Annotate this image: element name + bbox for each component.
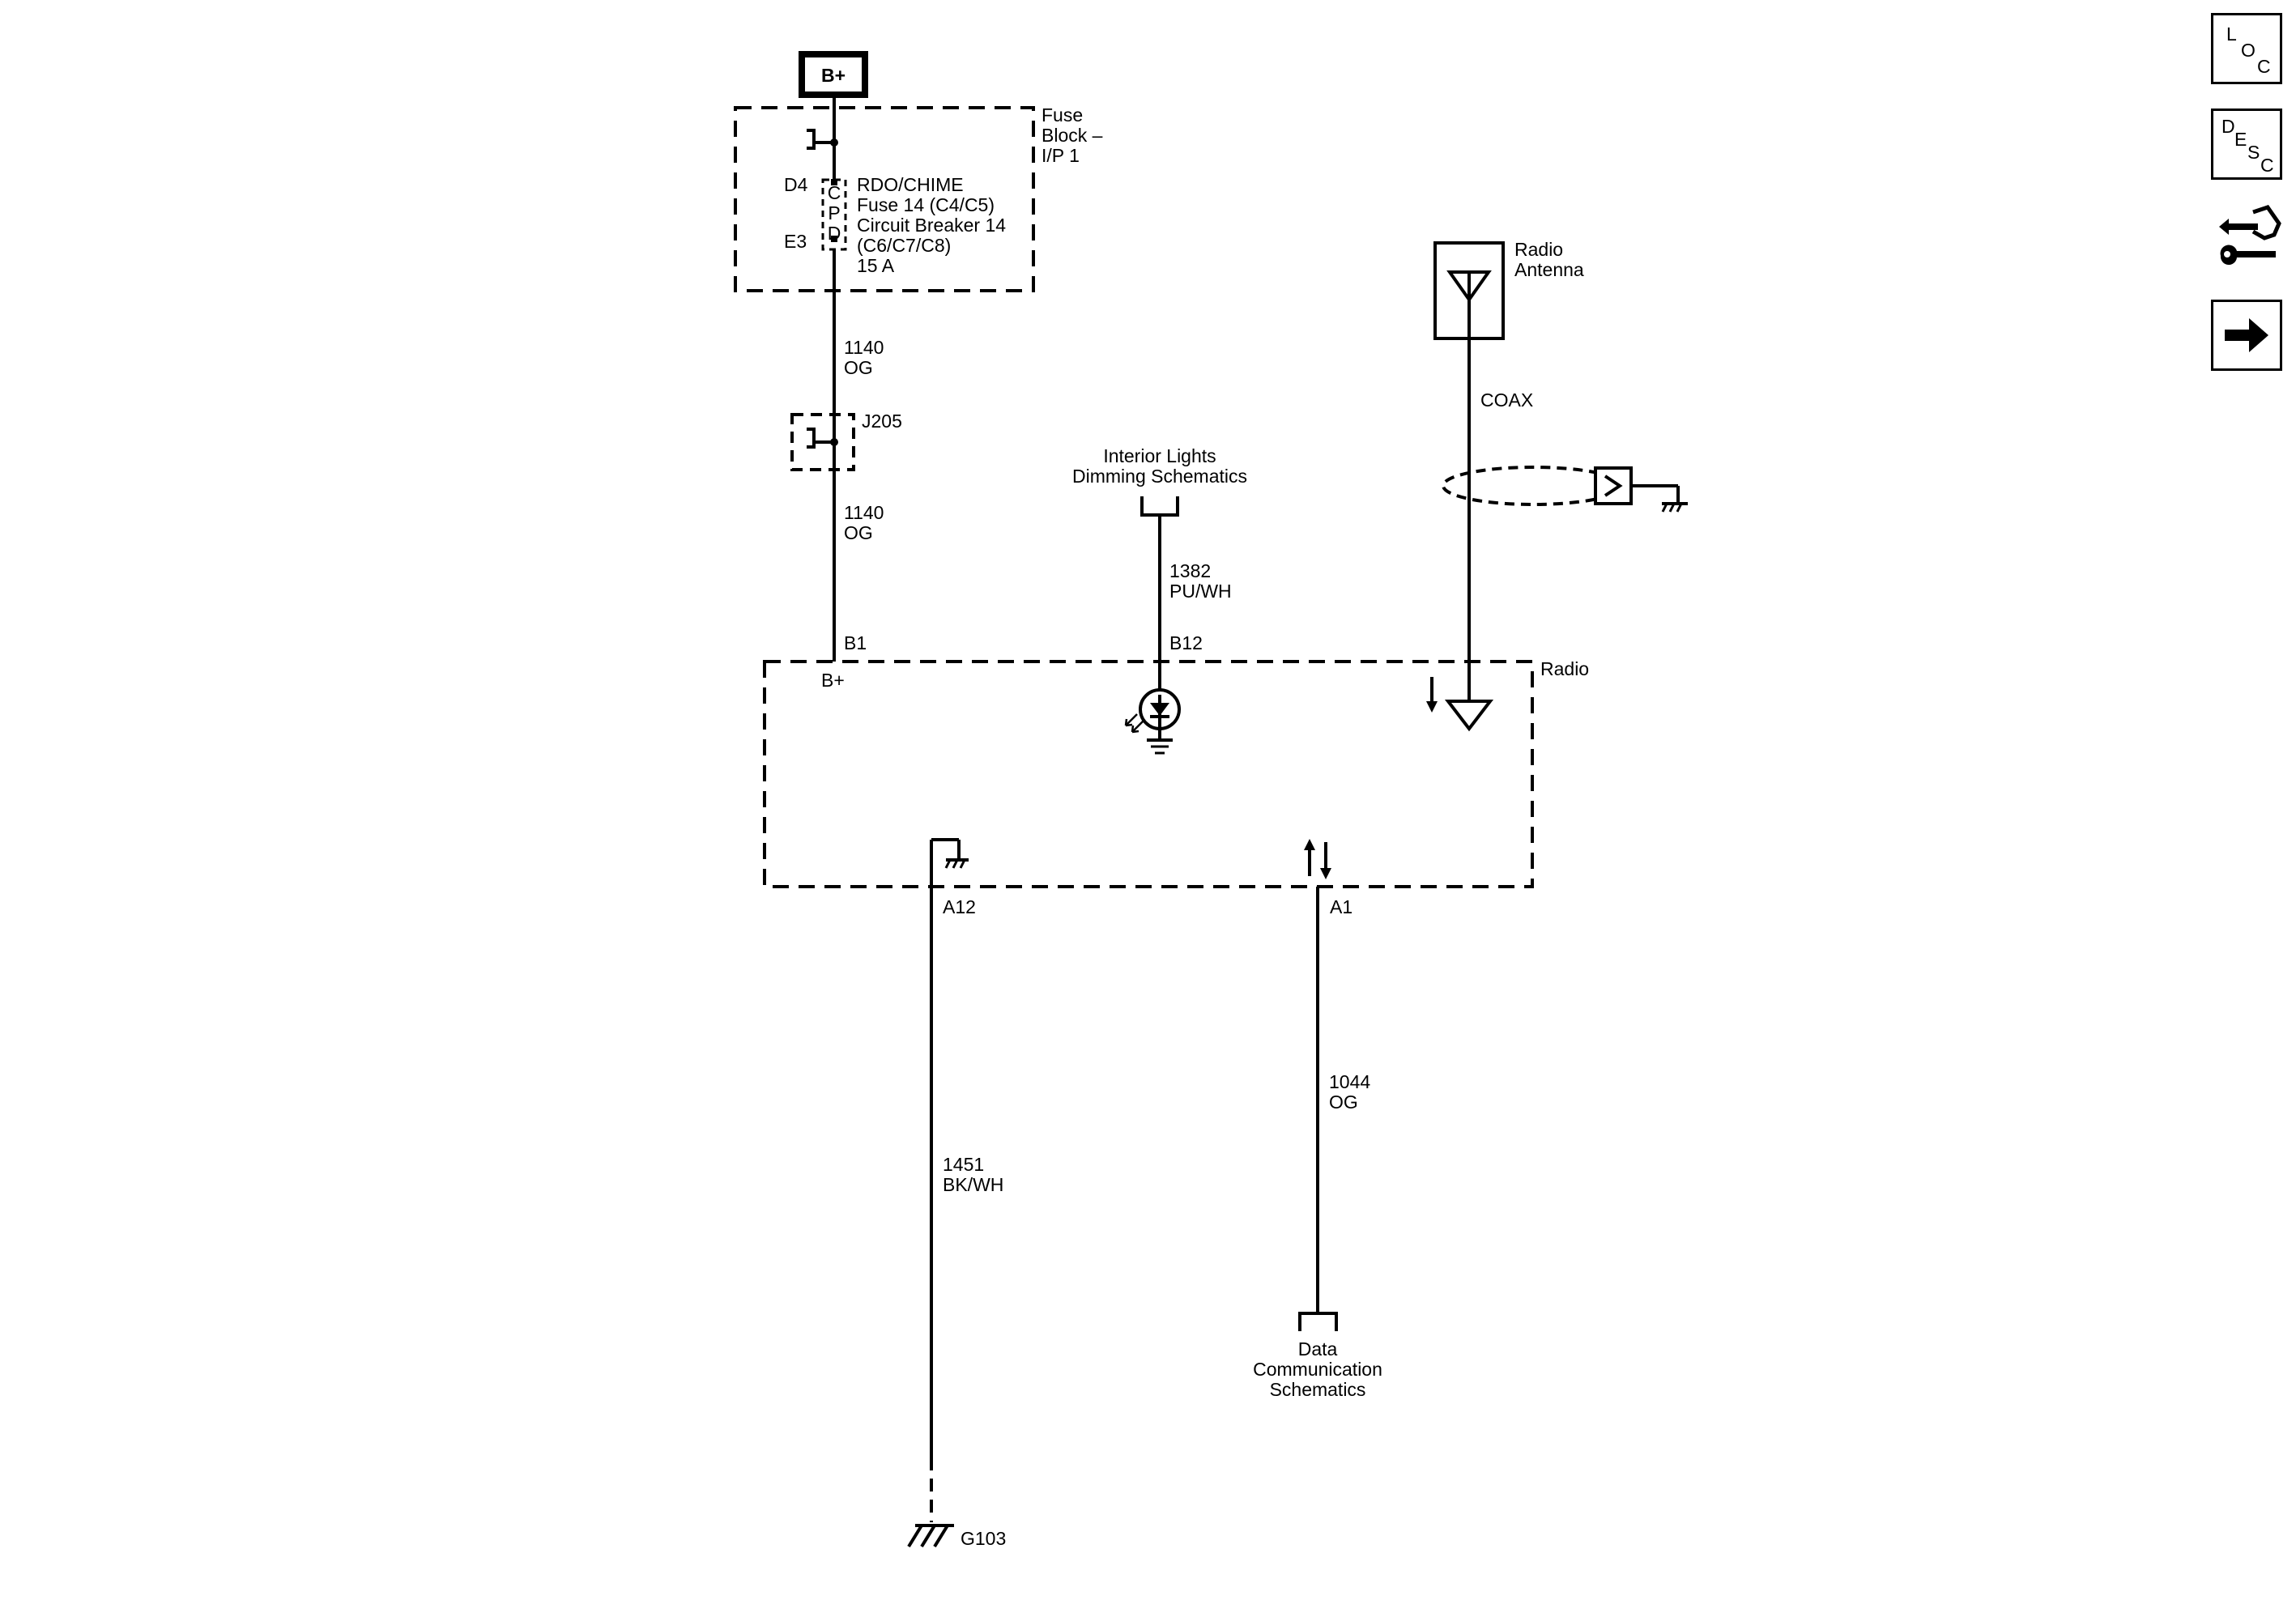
radio-antenna: Radio Antenna: [1433, 239, 1584, 340]
splice-label: J205: [862, 411, 902, 432]
fuse-block-name-1: Fuse: [1042, 104, 1083, 126]
wire-1140-color-lower: OG: [844, 522, 873, 543]
radio-label: Radio: [1540, 658, 1589, 679]
bidirectional-data-icon: [1304, 839, 1331, 879]
fuse-pin-e3: E3: [784, 231, 807, 252]
data-comm-label-3: Schematics: [1270, 1379, 1366, 1400]
antenna-label-1: Radio: [1514, 239, 1563, 260]
splice-j205: J205: [790, 411, 902, 471]
desc-letter-d: D: [2221, 116, 2235, 137]
loc-letter-o: O: [2241, 40, 2256, 61]
radio-pin-a1: A1: [1330, 896, 1352, 917]
connector-repair-icon: [2219, 205, 2281, 266]
coax-shield-ground: [1442, 466, 1688, 513]
wire-1044-color: OG: [1329, 1091, 1358, 1113]
cpd-letter-d: D: [828, 223, 841, 244]
desc-letter-s: S: [2247, 142, 2260, 163]
location-button[interactable]: L O C: [2211, 13, 2282, 84]
loc-letter-l: L: [2226, 23, 2237, 45]
description-button[interactable]: D E S C: [2211, 109, 2282, 180]
radio-bplus-label: B+: [821, 670, 845, 691]
interior-lights-connector: Interior Lights Dimming Schematics: [1072, 445, 1247, 517]
wire-1140-number-upper: 1140: [844, 337, 884, 358]
fuse-block: Fuse Block – I/P 1 D4 E3 C P D RDO/CHIME…: [734, 104, 1103, 292]
fuse-desc-4: (C6/C7/C8): [857, 235, 951, 256]
loc-letter-c: C: [2257, 56, 2271, 77]
battery-power-source: B+: [799, 51, 868, 98]
fuse-block-name-2: Block –: [1042, 125, 1103, 146]
ground-g103: G103: [907, 1524, 1006, 1549]
fuse-pin-d4: D4: [784, 174, 808, 195]
desc-letter-e: E: [2234, 129, 2247, 150]
ground-label: G103: [961, 1528, 1006, 1549]
internal-ground-icon: [931, 838, 969, 869]
fuse-desc-5: 15 A: [857, 255, 895, 276]
antenna-input-icon: [1426, 677, 1494, 732]
battery-power-label: B+: [821, 65, 846, 86]
cpd-letter-p: P: [828, 202, 840, 223]
radio-pin-a12: A12: [943, 896, 976, 917]
fuse-desc-2: Fuse 14 (C4/C5): [857, 194, 995, 215]
radio-module: Radio B1 B12 A12 A1 B+: [763, 632, 1589, 917]
radio-pin-b1: B1: [844, 632, 867, 653]
data-comm-label-2: Communication: [1253, 1359, 1382, 1380]
wire-1044-number: 1044: [1329, 1071, 1370, 1092]
wire-1140-color-upper: OG: [844, 357, 873, 378]
next-button[interactable]: [2211, 300, 2282, 371]
interior-lights-label-2: Dimming Schematics: [1072, 466, 1247, 487]
radio-pin-b12: B12: [1169, 632, 1203, 653]
bus-connection-symbol: [807, 129, 816, 150]
illumination-led-icon: [1124, 664, 1181, 755]
fuse-block-name-3: I/P 1: [1042, 145, 1080, 166]
wire-1451-number: 1451: [943, 1154, 984, 1175]
wire-1382-number: 1382: [1169, 560, 1211, 581]
wire-1140-number-lower: 1140: [844, 502, 884, 523]
interior-lights-label-1: Interior Lights: [1103, 445, 1216, 466]
fuse-desc-1: RDO/CHIME: [857, 174, 964, 195]
antenna-label-2: Antenna: [1514, 259, 1584, 280]
wire-1382-color: PU/WH: [1169, 581, 1232, 602]
right-arrow-icon: [2225, 318, 2268, 352]
wire-1451-color: BK/WH: [943, 1174, 1003, 1195]
connector-repair-button[interactable]: [2211, 202, 2282, 274]
fuse-desc-3: Circuit Breaker 14: [857, 215, 1006, 236]
data-communication-connector: Data Communication Schematics: [1253, 1312, 1382, 1400]
desc-letter-c: C: [2260, 155, 2274, 176]
cpd-letter-c: C: [828, 182, 841, 203]
coax-label: COAX: [1480, 389, 1533, 411]
data-comm-label-1: Data: [1298, 1338, 1338, 1360]
